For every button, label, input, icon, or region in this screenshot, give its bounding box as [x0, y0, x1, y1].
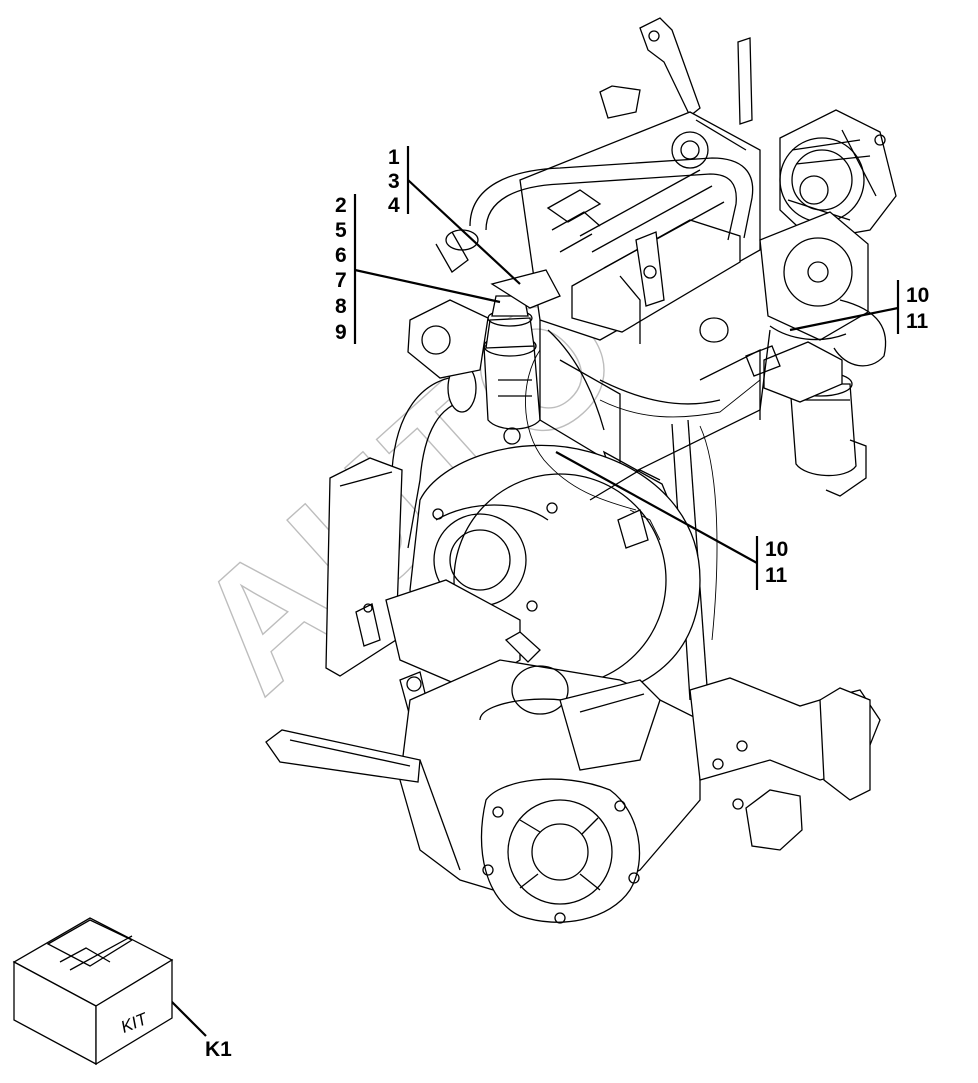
callout-leader-kit: [169, 999, 207, 1037]
kit-box: KIT: [12, 917, 174, 1066]
callout-number: 6: [335, 244, 347, 267]
callout-number: 11: [765, 564, 788, 587]
callout-leader-group-c: [789, 306, 899, 332]
callout-group-b: 2 5 6 7 8 9: [335, 194, 347, 344]
timing-cover: [759, 211, 887, 367]
fuel-filter: [483, 269, 561, 445]
oil-filter: [745, 341, 867, 497]
mounting-arm-left: [265, 729, 421, 783]
coolant-hose: [435, 157, 754, 273]
callout-number: 8: [335, 295, 347, 318]
wiring-harness: [525, 349, 761, 641]
callout-number: 9: [335, 321, 347, 344]
callout-number: 10: [765, 538, 788, 561]
callout-number: 7: [335, 269, 347, 292]
callout-number: 2: [335, 194, 347, 217]
callout-group-c: 10 11: [906, 284, 929, 333]
callout-number: 11: [906, 310, 929, 333]
side-panel: [325, 457, 403, 677]
callout-number: 5: [335, 219, 347, 242]
callout-number: 3: [388, 170, 400, 193]
engine-assembly-illustration: [265, 17, 897, 924]
cylinder-head: [519, 111, 761, 344]
output-flange: [480, 778, 641, 924]
callout-leader-group-b: [354, 268, 501, 304]
callout-leader-group-a: [407, 179, 521, 285]
callout-number: 1: [388, 146, 400, 169]
callout-leaders: [169, 146, 900, 1037]
callout-number: 10: [906, 284, 929, 307]
callout-number: 4: [388, 194, 400, 217]
lifting-bracket: [599, 17, 753, 125]
callout-group-d: 10 11: [765, 538, 788, 587]
callout-group-a: 1 3 4: [388, 146, 400, 217]
axle-housing-right: [689, 677, 881, 851]
kit-callout-number: K1: [205, 1038, 232, 1061]
hydraulic-pump: [385, 579, 541, 752]
air-intake-pipe: [377, 299, 489, 549]
callout-leader-group-d: [555, 451, 758, 564]
alternator: [779, 109, 897, 241]
